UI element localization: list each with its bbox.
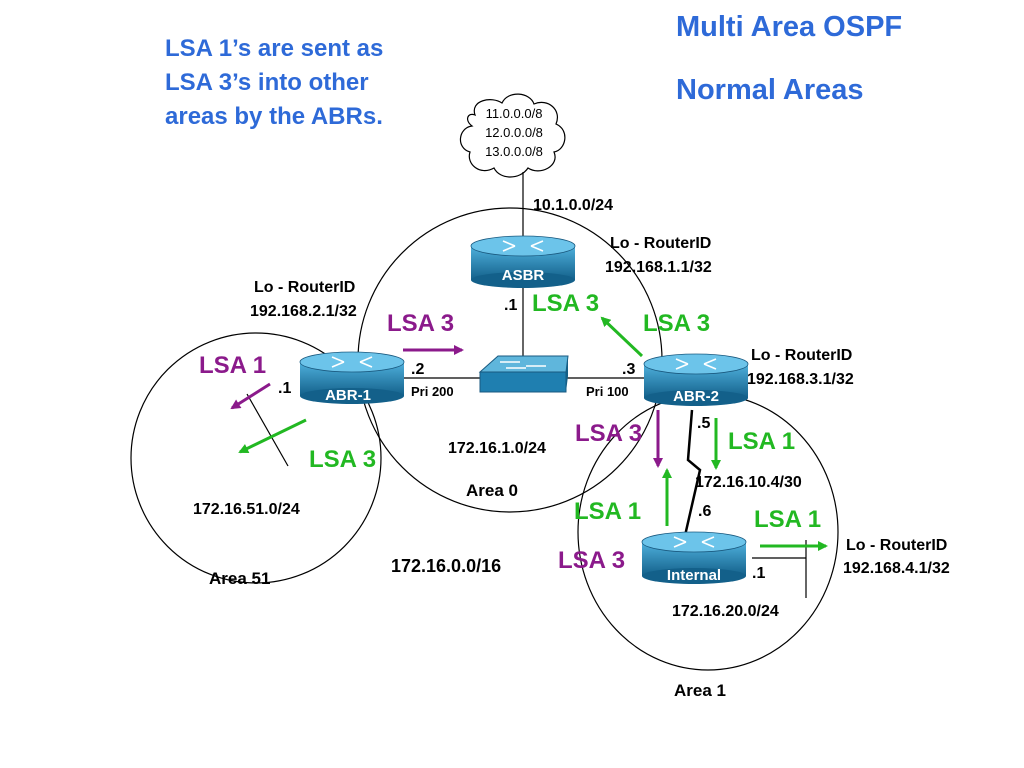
lsa-label-internal-right: LSA 1: [754, 506, 821, 533]
router-abr2[interactable]: ABR-2: [643, 353, 749, 406]
router-abr1-name: ABR-1: [325, 387, 371, 404]
asbr-if-id: .1: [504, 297, 517, 314]
slide-title-line2: Normal Areas: [676, 74, 864, 106]
abr2-priority: Pri 100: [586, 384, 629, 399]
lsa-label-abr1-out: LSA 3: [309, 446, 376, 473]
net-asbr-uplink: 10.1.0.0/24: [533, 197, 613, 214]
abr1-priority: Pri 200: [411, 384, 454, 399]
abr2-router-id: 192.168.3.1/32: [747, 371, 854, 388]
note-line3: areas by the ABRs.: [165, 103, 383, 130]
lsa-label-abr2-lsa1: LSA 1: [728, 428, 795, 455]
net-summary: 172.16.0.0/16: [391, 556, 501, 576]
abr2-if-area0: .3: [622, 361, 635, 378]
abr1-if-area0: .2: [411, 361, 424, 378]
lsa-label-abr2-down: LSA 3: [575, 420, 642, 447]
slide-title-line1: Multi Area OSPF: [676, 11, 902, 43]
asbr-router-id: 192.168.1.1/32: [605, 259, 712, 276]
cloud-route-1: 11.0.0.0/8: [486, 106, 543, 121]
area51-circle: [130, 332, 382, 584]
area1-label: Area 1: [674, 681, 726, 700]
lsa-label-abr1-lsa1: LSA 1: [199, 352, 266, 379]
internal-lo-label: Lo - RouterID: [846, 537, 947, 554]
net-area0-lan: 172.16.1.0/24: [448, 440, 546, 457]
lsa-label-abr2-up: LSA 3: [643, 310, 710, 337]
area51-lan-line: [246, 393, 289, 467]
net-serial: 172.16.10.4/30: [695, 474, 802, 491]
router-asbr[interactable]: ASBR: [470, 235, 576, 288]
abr2-lo-label: Lo - RouterID: [751, 347, 852, 364]
area0-switch[interactable]: [478, 355, 569, 393]
lsa-label-abr1-in: LSA 3: [387, 310, 454, 337]
router-asbr-name: ASBR: [502, 267, 545, 284]
external-cloud: [459, 93, 566, 178]
arrow-abr1-lsa1: [230, 382, 271, 410]
serial-link: [682, 409, 702, 541]
router-internal-name: Internal: [667, 567, 721, 584]
abr1-router-id: 192.168.2.1/32: [250, 303, 357, 320]
cloud-route-3: 13.0.0.0/8: [485, 144, 543, 159]
router-abr2-name: ABR-2: [673, 388, 719, 405]
internal-if-serial: .6: [698, 503, 711, 520]
abr1-if-area51: .1: [278, 380, 291, 397]
router-abr1[interactable]: ABR-1: [299, 351, 405, 404]
area51-label: Area 51: [209, 569, 270, 588]
internal-router-id: 192.168.4.1/32: [843, 560, 950, 577]
lsa-label-asbr: LSA 3: [532, 290, 599, 317]
lsa-label-internal-up: LSA 1: [574, 498, 641, 525]
note-line1: LSA 1’s are sent as: [165, 35, 383, 62]
net-area51-lan: 172.16.51.0/24: [193, 501, 300, 518]
asbr-lo-label: Lo - RouterID: [610, 235, 711, 252]
abr1-lo-label: Lo - RouterID: [254, 279, 355, 296]
area0-label: Area 0: [466, 481, 518, 500]
note-line2: LSA 3’s into other: [165, 69, 369, 96]
cloud-route-2: 12.0.0.0/8: [485, 125, 543, 140]
router-internal[interactable]: Internal: [641, 531, 747, 584]
net-internal-lan: 172.16.20.0/24: [672, 603, 779, 620]
lsa-label-internal-lsa3: LSA 3: [558, 547, 625, 574]
internal-if-lan: .1: [752, 565, 765, 582]
arrow-abr2-lsa3-up: [600, 316, 644, 358]
arrow-abr1-lsa3-out: [238, 418, 307, 454]
abr2-if-serial: .5: [697, 415, 710, 432]
